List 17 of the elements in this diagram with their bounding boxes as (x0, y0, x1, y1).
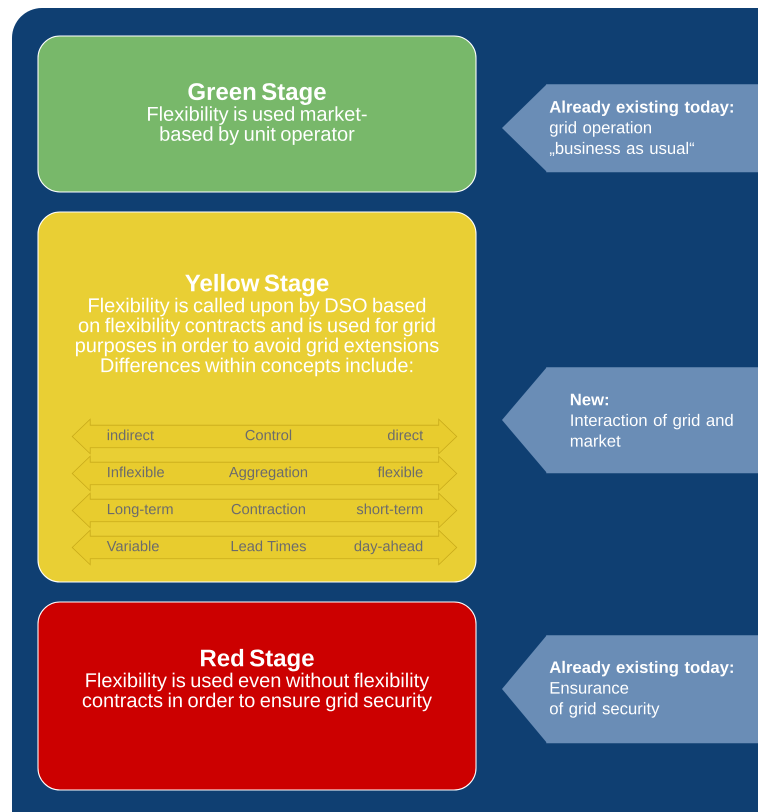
pentagon-callout: New: Interaction of grid and market (502, 367, 758, 474)
band-label: Contraction (232, 504, 305, 514)
stage-box: Red Stage Flexibility is used even without flexibility contracts in order to ensure grid security (37, 601, 477, 791)
band-label: Long-term (108, 504, 173, 518)
stage-box: Green Stage Flexibility is used market-based by unit operator (37, 35, 477, 193)
band-label: day-ahead (354, 540, 422, 554)
band-label: direct (388, 430, 424, 440)
band-label: indirect (108, 430, 154, 440)
pentagon-callout: Already existing today: Ensurance of grid security (502, 635, 758, 744)
band-label: Aggregation (228, 466, 308, 480)
band-label: Lead Times (232, 540, 306, 552)
pentagon-callout: Already existing today: grid operation „business as usual“ (502, 84, 758, 172)
band-label: short-term (356, 504, 422, 514)
band-label: Control (246, 430, 292, 440)
band-label: Variable (106, 540, 159, 552)
band-label: flexible (378, 466, 423, 478)
band-label: Inflexible (108, 466, 164, 478)
